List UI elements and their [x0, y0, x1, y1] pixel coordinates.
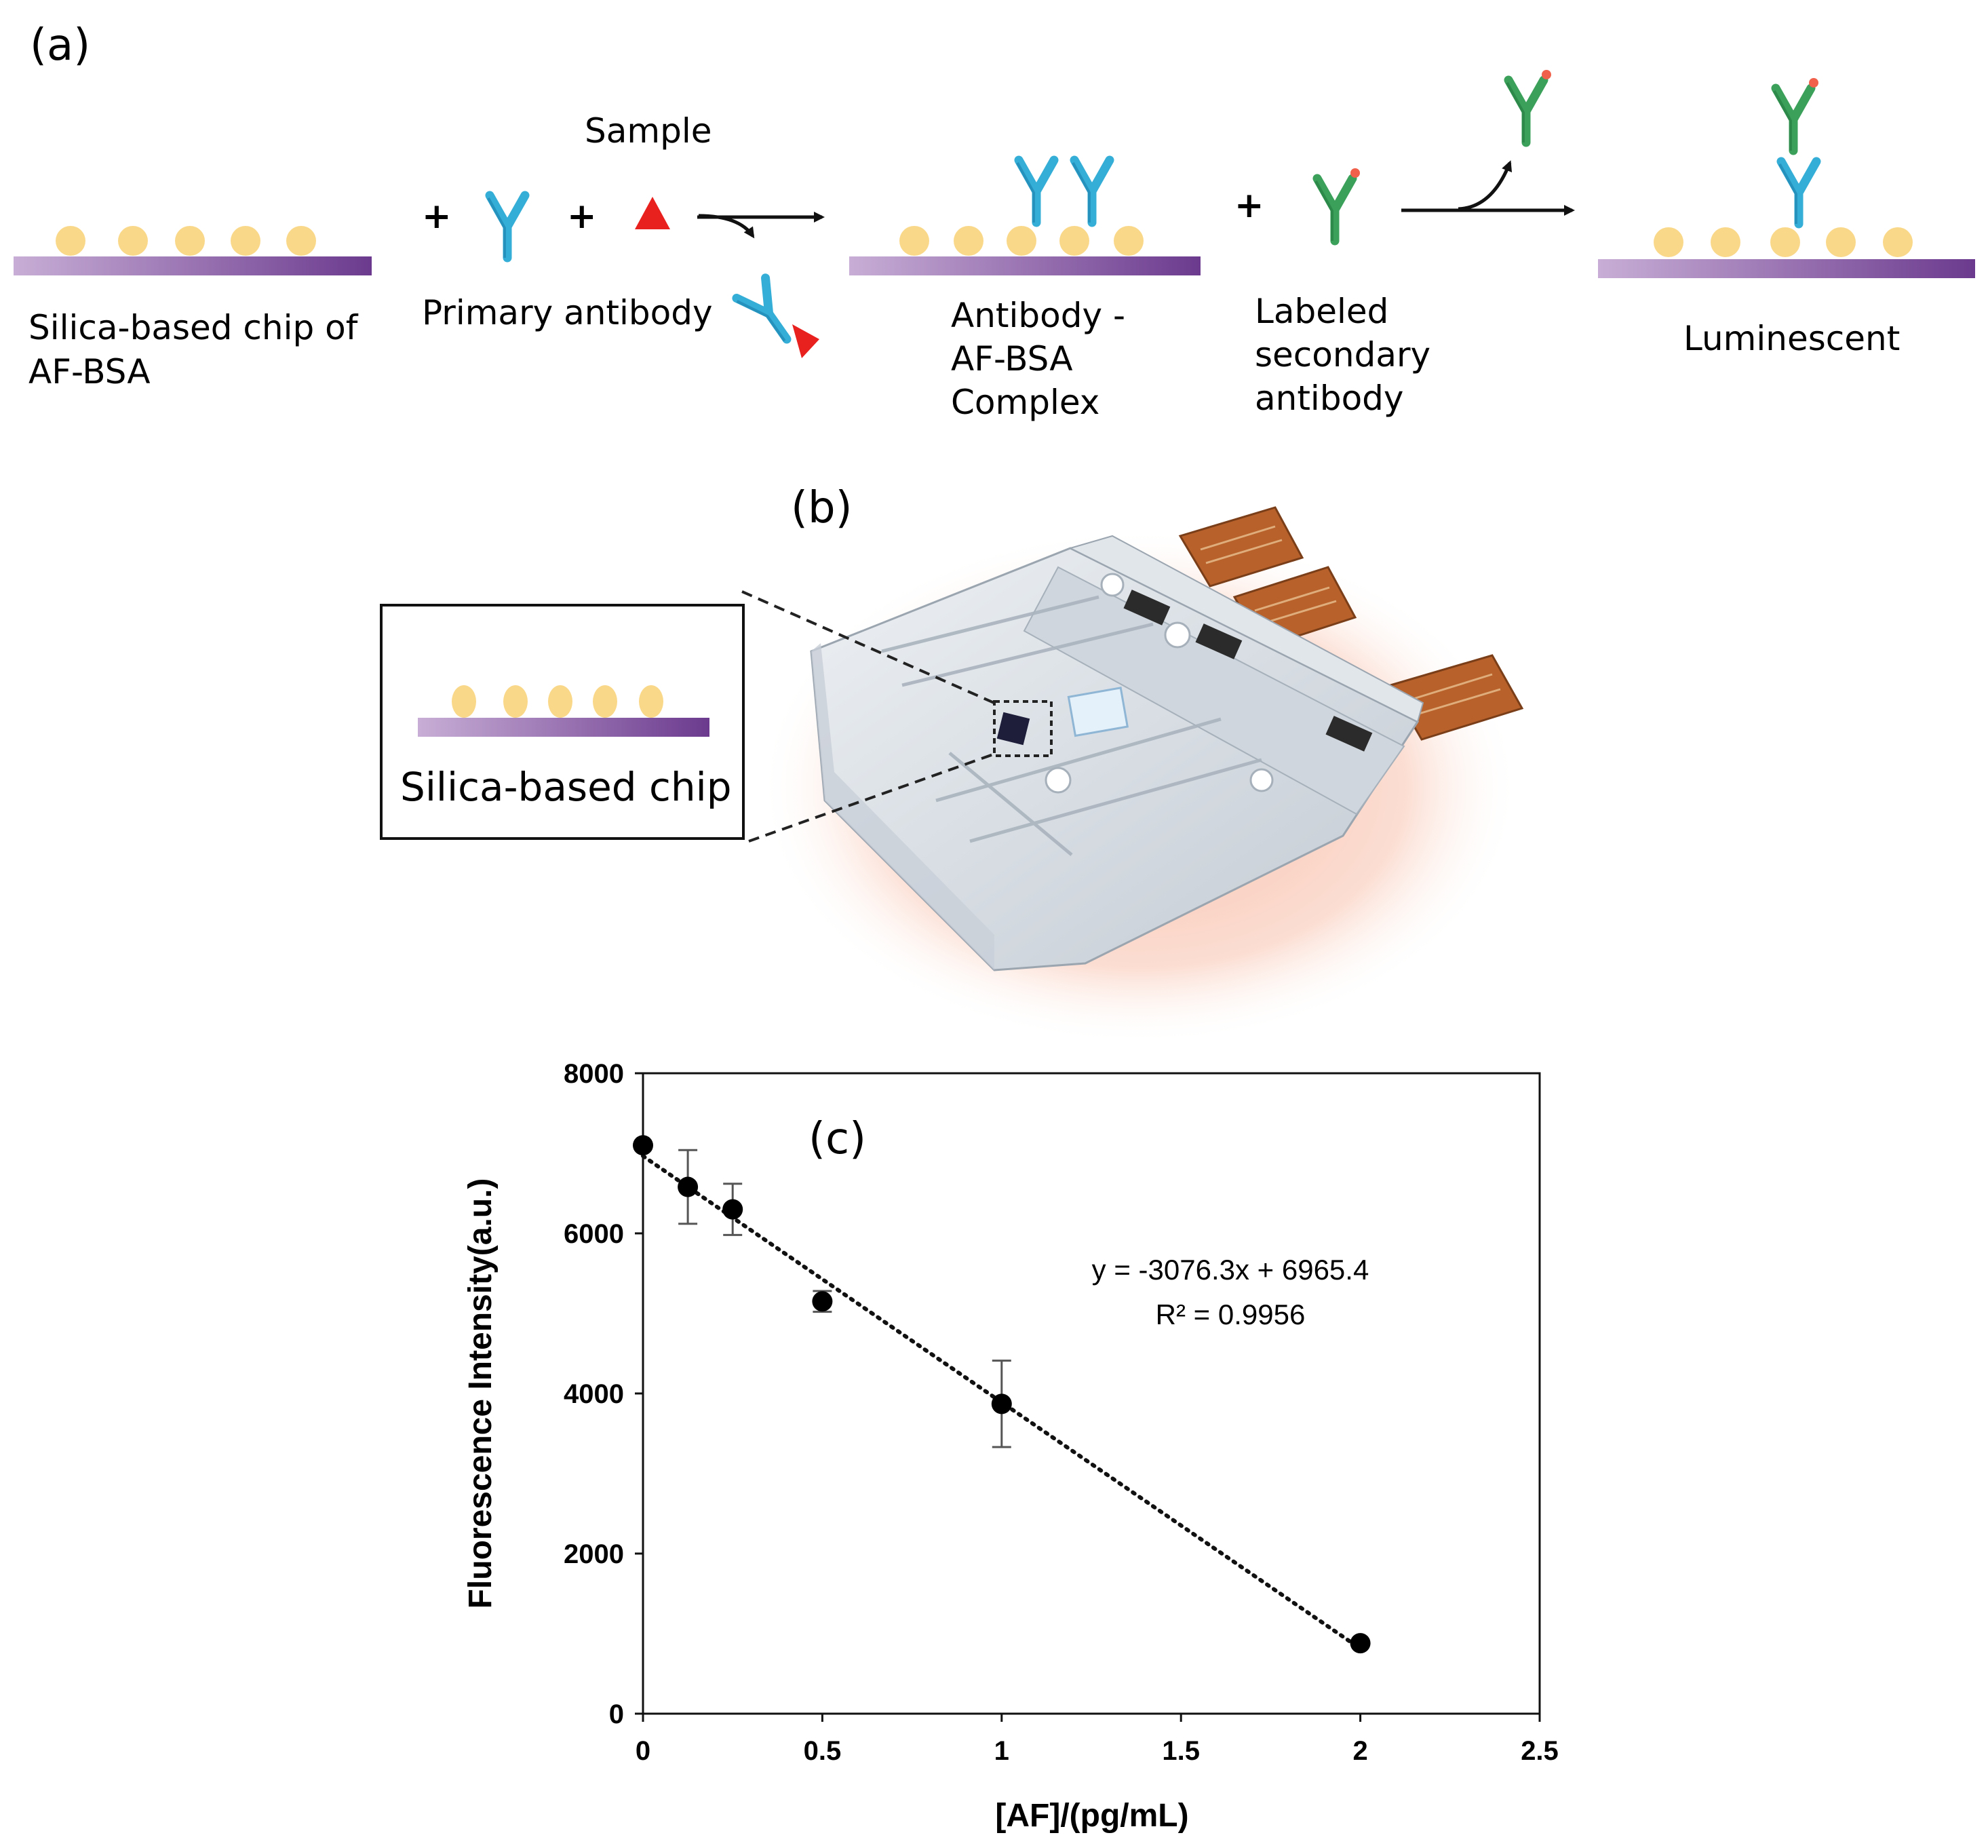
- chip-diagram-luminescent: Luminescent: [1598, 78, 1975, 358]
- bead: [286, 226, 316, 256]
- microfluidic-device: [810, 535, 1424, 971]
- bead: [503, 685, 528, 718]
- zoom-line: [748, 752, 998, 843]
- chip-bar: [418, 718, 709, 737]
- plot-area: [642, 1072, 1541, 1715]
- x-tick-label: 1.5: [1162, 1736, 1200, 1766]
- bead: [548, 685, 572, 718]
- bead: [1711, 227, 1740, 257]
- y-tick-label: 6000: [564, 1219, 624, 1249]
- bound-antibody-byproduct-icon: [735, 278, 819, 358]
- chip-diagram-complex: Antibody - AF-BSA Complex: [849, 160, 1201, 422]
- panel-a: (a) Silica-based chip of AF-BSA + Primar…: [14, 20, 1975, 422]
- primary-antibody-icon: [488, 195, 525, 258]
- x-tick-label: 1: [994, 1736, 1009, 1766]
- data-point: [633, 1135, 653, 1156]
- chip-diagram-step1: Silica-based chip of AF-BSA: [14, 226, 372, 391]
- zoom-line: [741, 590, 998, 706]
- inset-label: Silica-based chip: [400, 764, 732, 810]
- bead: [1826, 227, 1856, 257]
- bead: [1114, 226, 1144, 256]
- bead: [639, 685, 663, 718]
- chip-label-line1: Silica-based chip of: [28, 308, 359, 347]
- antigen-triangle-icon: [635, 197, 670, 229]
- bead: [593, 685, 617, 718]
- flex-cable: [1178, 506, 1524, 741]
- primary-antibody-icon: [1780, 161, 1816, 224]
- bead: [899, 226, 929, 256]
- complex-label-line3: Complex: [951, 383, 1099, 422]
- bead: [1883, 227, 1913, 257]
- bead: [1007, 226, 1036, 256]
- secondary-label-line2: secondary: [1255, 335, 1430, 374]
- chip-label-line2: AF-BSA: [28, 352, 151, 391]
- chip-bar: [14, 256, 372, 275]
- data-point: [812, 1291, 833, 1312]
- panel-c-chart: (c) y = -3076.3x + 6965.4 R² = 0.9956 [A…: [463, 1059, 1559, 1834]
- y-tick-label: 0: [609, 1699, 624, 1729]
- bead: [231, 226, 260, 256]
- labeled-secondary-antibody-icon: [1316, 168, 1360, 241]
- sensor-chip: [996, 712, 1030, 746]
- data-point: [1350, 1633, 1371, 1654]
- reaction-arrow-1: [697, 212, 825, 239]
- plus-sign: +: [1234, 185, 1264, 226]
- chip-bar: [849, 256, 1201, 275]
- x-tick-label: 2.5: [1521, 1736, 1559, 1766]
- y-tick-label: 8000: [564, 1059, 624, 1089]
- bead: [175, 226, 205, 256]
- sample-label: Sample: [585, 111, 712, 151]
- panel-b: (b): [380, 483, 1524, 1045]
- plus-sign: +: [422, 196, 452, 237]
- x-tick-label: 2: [1352, 1736, 1367, 1766]
- complex-label-line2: AF-BSA: [951, 339, 1073, 379]
- panel-c-label: (c): [808, 1114, 866, 1164]
- primary-antibody-label: Primary antibody: [422, 293, 713, 332]
- y-axis-label: Fluorescence Intensity(a.u.): [463, 1178, 499, 1609]
- bead: [954, 226, 983, 256]
- x-tick-label: 0: [636, 1736, 650, 1766]
- bead: [1059, 226, 1089, 256]
- chart-marks: 0 0.5 1 1.5 2 2.5 0 2000 4000 6000 8000: [564, 1059, 1559, 1766]
- luminescent-label: Luminescent: [1683, 319, 1900, 358]
- primary-antibody-icon: [1017, 160, 1054, 223]
- x-tick-label: 0.5: [804, 1736, 842, 1766]
- bead: [452, 685, 476, 718]
- primary-antibody-icon: [1073, 160, 1110, 223]
- bead: [56, 226, 85, 256]
- bead: [1654, 227, 1683, 257]
- free-secondary-antibody-icon: [1507, 70, 1551, 142]
- reaction-arrow-2: [1401, 160, 1575, 216]
- secondary-label-line3: antibody: [1255, 379, 1403, 418]
- trendline-equation: y = -3076.3x + 6965.4: [1092, 1254, 1369, 1286]
- y-tick-label: 4000: [564, 1379, 624, 1409]
- plus-sign: +: [567, 196, 597, 237]
- zoom-box: [993, 700, 1053, 757]
- bead: [118, 226, 148, 256]
- r-squared-label: R² = 0.9956: [1156, 1298, 1306, 1330]
- data-point: [991, 1393, 1012, 1414]
- secondary-label-line1: Labeled: [1255, 292, 1388, 331]
- data-point: [722, 1199, 743, 1220]
- chip-bar: [1598, 259, 1975, 278]
- panel-b-label: (b): [791, 483, 853, 533]
- panel-a-label: (a): [30, 20, 90, 71]
- chip-inset: Silica-based chip: [380, 604, 745, 840]
- complex-label-line1: Antibody -: [951, 296, 1125, 335]
- x-axis-label: [AF]/(pg/mL): [995, 1798, 1188, 1834]
- y-tick-label: 2000: [564, 1539, 624, 1569]
- labeled-secondary-antibody-icon: [1774, 78, 1818, 151]
- data-point: [678, 1176, 699, 1197]
- bead: [1770, 227, 1800, 257]
